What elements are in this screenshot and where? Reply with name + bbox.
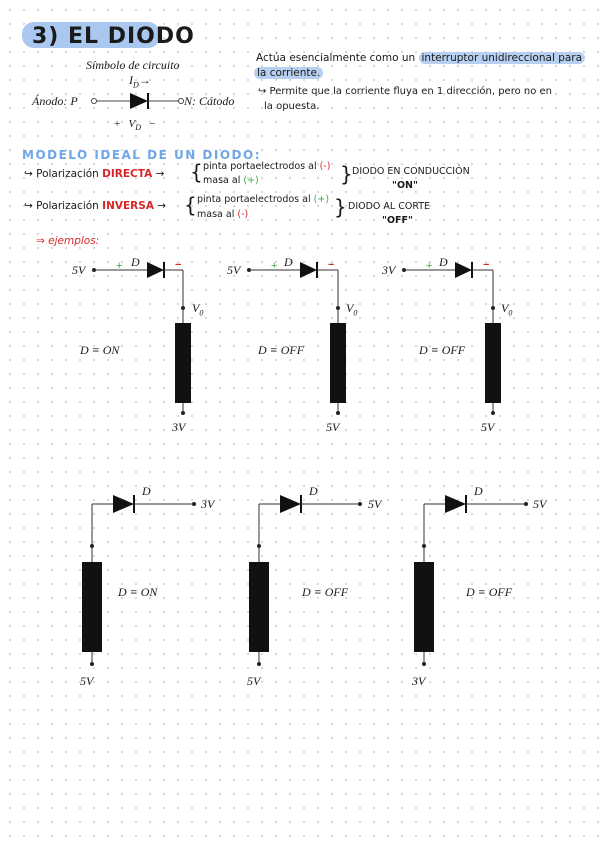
example-4-diode-label: D (142, 484, 151, 498)
direct-condition-a: pinta portaelectrodos al (-) (203, 161, 331, 172)
example-1-state: D ≡ ON (80, 343, 120, 357)
example-6-right-voltage: 5V (533, 497, 547, 511)
example-5 (249, 495, 362, 666)
inverse-result-brace: } (334, 195, 347, 219)
example-3-left-voltage: 3V (382, 263, 396, 277)
inverse-condition-a: pinta portaelectrodos al (+) (197, 194, 330, 205)
direct-result: DIODO EN CONDUCCIÓN (352, 166, 470, 177)
symbol-caption: Símbolo de circuito (86, 58, 180, 72)
example-1-diode-label: D (131, 255, 140, 269)
inverse-brace: { (184, 193, 197, 217)
example-2-minus: − (328, 259, 335, 271)
example-3-state: D ≡ OFF (419, 343, 466, 357)
voltage-label: + VD − (114, 118, 156, 133)
example-1-left-voltage: 5V (72, 263, 86, 277)
example-6-diode-label: D (474, 484, 483, 498)
example-5-bottom-voltage: 5V (247, 674, 261, 688)
example-2-plus: + (271, 260, 278, 272)
description-line-2: la corriente. (254, 67, 324, 79)
example-2-state: D ≡ OFF (258, 343, 305, 357)
inverse-condition-b: masa al (-) (197, 209, 249, 220)
example-3 (402, 262, 501, 415)
page-title: 3) EL DIODO (32, 24, 195, 49)
example-6-state: D ≡ OFF (466, 585, 513, 599)
example-3-minus: − (483, 259, 490, 271)
description-line-3: ↪ Permite que la corriente fluya en 1 di… (258, 86, 553, 97)
example-2-bottom-voltage: 5V (326, 420, 340, 434)
direct-polarization-label: ↪ Polarización DIRECTA → (24, 168, 165, 180)
diode-symbol (91, 93, 184, 109)
inverse-result: DIODO AL CORTE (348, 201, 431, 212)
example-2-node-label: V0 (346, 301, 358, 318)
example-2-diode-label: D (284, 255, 293, 269)
examples-row-2 (82, 495, 528, 666)
example-3-node-label: V0 (501, 301, 513, 318)
example-1-bottom-voltage: 3V (172, 420, 186, 434)
example-3-diode-label: D (439, 255, 448, 269)
example-4-bottom-voltage: 5V (80, 674, 94, 688)
example-5-state: D ≡ OFF (302, 585, 349, 599)
example-1-minus: − (175, 259, 182, 271)
example-6-bottom-voltage: 3V (412, 674, 426, 688)
direct-condition-b: masa al (+) (203, 175, 259, 186)
direct-result-brace: } (340, 162, 353, 186)
ideal-model-heading: MODELO IDEAL DE UN DIODO: (22, 148, 262, 162)
example-2 (247, 262, 346, 415)
description-line-4: la opuesta. (264, 101, 320, 112)
example-1 (92, 262, 191, 415)
description-line-1: Actúa esencialmente como un interruptor … (256, 52, 586, 64)
direct-result-state: "ON" (392, 180, 418, 191)
example-2-left-voltage: 5V (227, 263, 241, 277)
example-1-node-label: V0 (192, 301, 204, 318)
example-3-bottom-voltage: 5V (481, 420, 495, 434)
symbol-current-label: ID→ (129, 73, 151, 90)
example-3-plus: + (426, 260, 433, 272)
anode-label: Ánodo: P (32, 94, 78, 108)
example-5-right-voltage: 5V (368, 497, 382, 511)
examples-label: ⇒ ejemplos: (36, 235, 100, 247)
example-4-right-voltage: 3V (201, 497, 215, 511)
inverse-result-state: "OFF" (382, 215, 413, 226)
cathode-label: N: Cátodo (184, 94, 235, 108)
direct-brace: { (190, 160, 203, 184)
example-6 (414, 495, 528, 666)
title-highlight (22, 22, 160, 48)
example-4 (82, 495, 196, 666)
example-1-plus: + (116, 260, 123, 272)
inverse-polarization-label: ↪ Polarización INVERSA → (24, 200, 167, 212)
example-4-state: D ≡ ON (118, 585, 158, 599)
example-5-diode-label: D (309, 484, 318, 498)
examples-row-1 (92, 262, 501, 415)
